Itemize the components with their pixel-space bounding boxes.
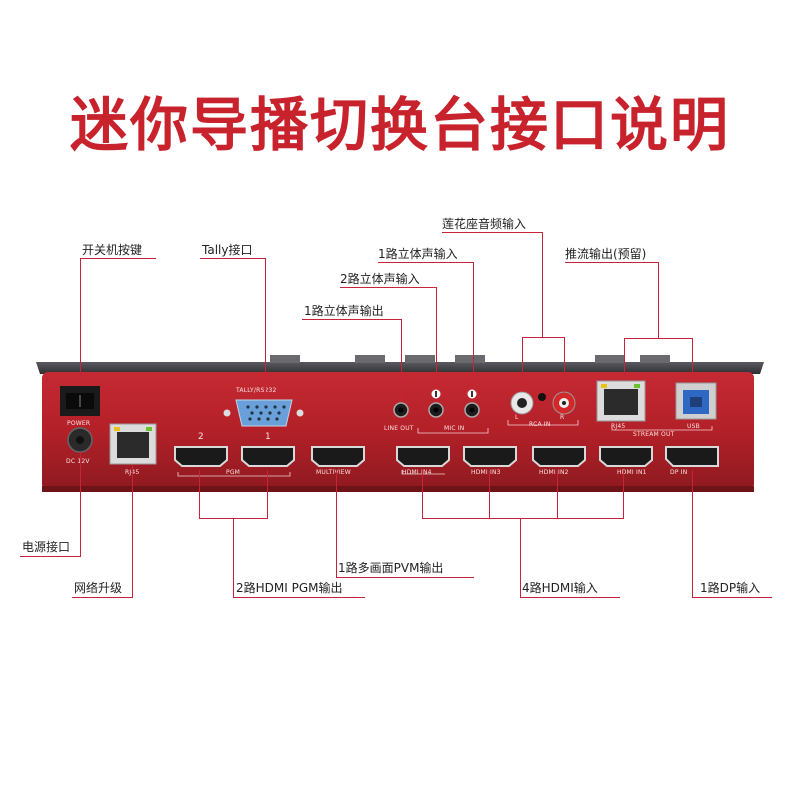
page-title: 迷你导播切换台接口说明 bbox=[69, 91, 730, 159]
mic-in-jack-2-icon bbox=[464, 389, 480, 418]
hdmi-in2-label: HDMI IN2 bbox=[539, 469, 569, 476]
rca-r-label: R bbox=[560, 414, 565, 421]
multiview-label: MULTIVIEW bbox=[316, 469, 351, 476]
dp-in-label: DP IN bbox=[670, 469, 688, 476]
stream-out-label: STREAM OUT bbox=[633, 431, 675, 438]
hdmi-in2-icon bbox=[532, 446, 586, 467]
callout-stereo-in-2: 2路立体声输入 bbox=[340, 272, 420, 286]
dp-in-icon bbox=[665, 446, 719, 467]
rca-l-label: L bbox=[515, 414, 519, 421]
callout-network-upgrade: 网络升级 bbox=[74, 581, 123, 595]
mic-in-jack-1-icon bbox=[428, 389, 444, 418]
usb-label: USB bbox=[687, 423, 700, 430]
callout-stereo-out-1: 1路立体声输出 bbox=[304, 304, 384, 318]
hdmi-multiview-icon bbox=[311, 446, 365, 467]
device-top-plate bbox=[36, 355, 764, 374]
callout-dp-in: 1路DP输入 bbox=[700, 581, 761, 595]
pgm-number-2: 2 bbox=[198, 432, 204, 442]
hdmi-pgm2-icon bbox=[174, 446, 228, 467]
line-out-jack-icon bbox=[393, 402, 409, 418]
hdmi-in1-icon bbox=[599, 446, 653, 467]
pgm-label: PGM bbox=[226, 469, 241, 476]
callout-pgm-out: 2路HDMI PGM输出 bbox=[236, 581, 343, 595]
mic-in-label: MIC IN bbox=[444, 425, 465, 432]
rj45-right-icon bbox=[596, 380, 646, 422]
dc-jack-icon bbox=[67, 427, 93, 453]
tally-rs232-port-icon bbox=[223, 399, 304, 427]
rca-right-icon bbox=[552, 391, 576, 415]
hdmi-in1-label: HDMI IN1 bbox=[617, 469, 647, 476]
power-switch-icon bbox=[60, 386, 100, 416]
hdmi-in4-label: HDMI IN4 bbox=[402, 469, 432, 476]
callout-power-jack: 电源接口 bbox=[22, 540, 71, 554]
callout-stereo-in-1: 1路立体声输入 bbox=[378, 247, 458, 261]
callout-pvm-out: 1路多画面PVM输出 bbox=[338, 561, 444, 575]
pgm-number-1: 1 bbox=[265, 432, 271, 442]
hdmi-in3-icon bbox=[463, 446, 517, 467]
line-out-label: LINE OUT bbox=[384, 425, 414, 432]
dc-label: DC 12V bbox=[66, 458, 90, 465]
hdmi-in3-label: HDMI IN3 bbox=[471, 469, 501, 476]
tally-rs232-label: TALLY/RS232 bbox=[236, 387, 277, 394]
callout-lotus-audio-in: 莲花座音频输入 bbox=[442, 217, 527, 231]
rj45-right-label: RJ45 bbox=[611, 423, 626, 430]
hdmi-pgm1-icon bbox=[241, 446, 295, 467]
rj45-left-icon bbox=[109, 423, 157, 465]
rca-in-label: RCA IN bbox=[529, 421, 551, 428]
rca-left-icon bbox=[510, 391, 534, 415]
callout-power-button: 开关机按键 bbox=[82, 243, 143, 257]
callout-tally: Tally接口 bbox=[202, 243, 253, 257]
callout-stream-out: 推流输出(预留) bbox=[565, 247, 647, 261]
callout-hdmi-in: 4路HDMI输入 bbox=[522, 581, 598, 595]
hdmi-in4-icon bbox=[396, 446, 450, 467]
usb-port-icon bbox=[675, 382, 717, 420]
power-label: POWER bbox=[67, 420, 91, 427]
